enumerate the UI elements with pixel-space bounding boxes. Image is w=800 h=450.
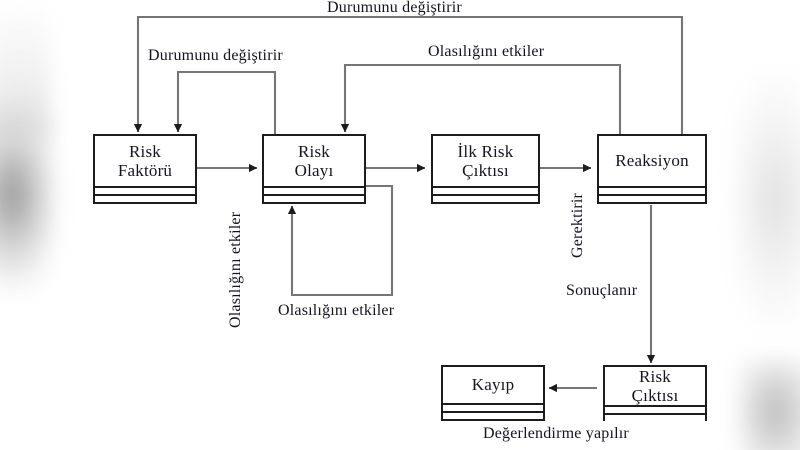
edge-label-olasiligini-etkiler-loop: Olasılığını etkiler (278, 302, 395, 319)
node-ilk-risk-ciktisi[interactable]: İlk Risk Çıktısı (431, 134, 540, 204)
node-risk-faktoru-label: Risk Faktörü (117, 141, 173, 180)
node-risk-faktoru-strip-2 (95, 194, 195, 202)
node-risk-ciktisi[interactable]: Risk Çıktısı (603, 365, 707, 422)
edge-risk-olayi-self-loop (287, 184, 394, 297)
node-risk-ciktisi-strip-1 (605, 405, 705, 414)
node-kayip-strip-2 (443, 411, 543, 419)
edge-label-olasiligini-etkiler-top: Olasılığını etkiler (428, 43, 545, 60)
node-ilk-risk-ciktisi-strip-2 (433, 194, 538, 202)
edge-label-degerlendirme-yapilir: Değerlendirme yapılır (483, 425, 629, 442)
node-risk-olayi[interactable]: Risk Olayı (262, 134, 366, 204)
node-risk-olayi-label: Risk Olayı (294, 141, 334, 180)
edge-label-sonuclanir: Sonuçlanır (566, 282, 638, 299)
edge-reaksiyon-to-risk-olayi (340, 63, 622, 140)
edge-reaksiyon-to-risk-faktoru (133, 15, 684, 140)
node-reaksiyon-strip-1 (599, 186, 705, 194)
node-risk-faktoru-strip-1 (95, 186, 195, 194)
edge-label-gerektirir: Gerektirir (569, 192, 586, 258)
edge-label-durumunu-degistirir-inner: Durumunu değiştirir (148, 47, 283, 64)
node-ilk-risk-ciktisi-label: İlk Risk Çıktısı (457, 141, 514, 180)
node-kayip-label: Kayıp (471, 375, 515, 395)
node-kayip[interactable]: Kayıp (441, 365, 545, 421)
node-reaksiyon[interactable]: Reaksiyon (597, 134, 707, 204)
node-ilk-risk-ciktisi-strip-1 (433, 186, 538, 194)
edge-risk-olayi-to-risk-faktoru (173, 70, 277, 138)
node-risk-faktoru[interactable]: Risk Faktörü (93, 134, 197, 204)
node-reaksiyon-label: Reaksiyon (615, 151, 689, 171)
node-risk-ciktisi-strip-2 (605, 413, 705, 422)
node-risk-ciktisi-label: Risk Çıktısı (631, 367, 679, 406)
node-risk-olayi-strip-2 (264, 194, 364, 202)
node-risk-olayi-strip-1 (264, 186, 364, 194)
edge-label-olasiligini-etkiler-left: Olasılığını etkiler (227, 211, 244, 328)
node-kayip-strip-1 (443, 403, 543, 411)
node-reaksiyon-strip-2 (599, 194, 705, 202)
edge-label-durumunu-degistirir-top: Durumunu değiştirir (327, 0, 462, 16)
